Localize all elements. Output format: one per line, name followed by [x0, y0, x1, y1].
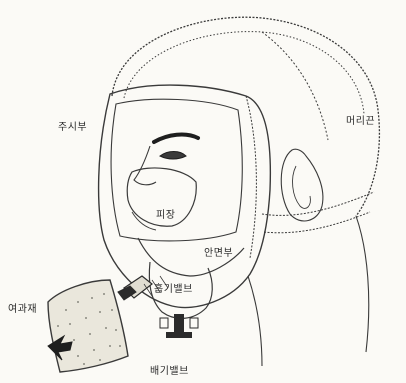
- mouth-line: [132, 212, 156, 230]
- nose-profile: [134, 146, 156, 185]
- strap-lower: [262, 192, 374, 215]
- label-filter: 여과재: [8, 300, 37, 315]
- ear: [281, 149, 323, 221]
- head-back: [356, 216, 369, 352]
- ear-inner: [293, 166, 311, 208]
- face-piece-seal: [246, 96, 256, 258]
- label-eyepiece: 주시부: [58, 118, 87, 133]
- eyepiece-visor: [111, 99, 242, 241]
- head-harness-inner: [124, 32, 364, 114]
- eyebrow: [154, 135, 198, 142]
- harness-band: [262, 32, 328, 140]
- face-piece-outline: [99, 85, 271, 307]
- label-head-harness: 머리끈: [346, 112, 375, 127]
- label-exhalation-valve: 배기밸브: [150, 362, 189, 377]
- label-nose-cup: 피장: [156, 206, 175, 221]
- head-harness-outline: [112, 17, 379, 216]
- exhalation-valve: [160, 314, 198, 338]
- label-inhalation-valve: 흡기밸브: [154, 280, 193, 295]
- label-face-piece: 안면부: [204, 244, 233, 259]
- neck-front: [248, 276, 262, 366]
- eye: [160, 152, 186, 160]
